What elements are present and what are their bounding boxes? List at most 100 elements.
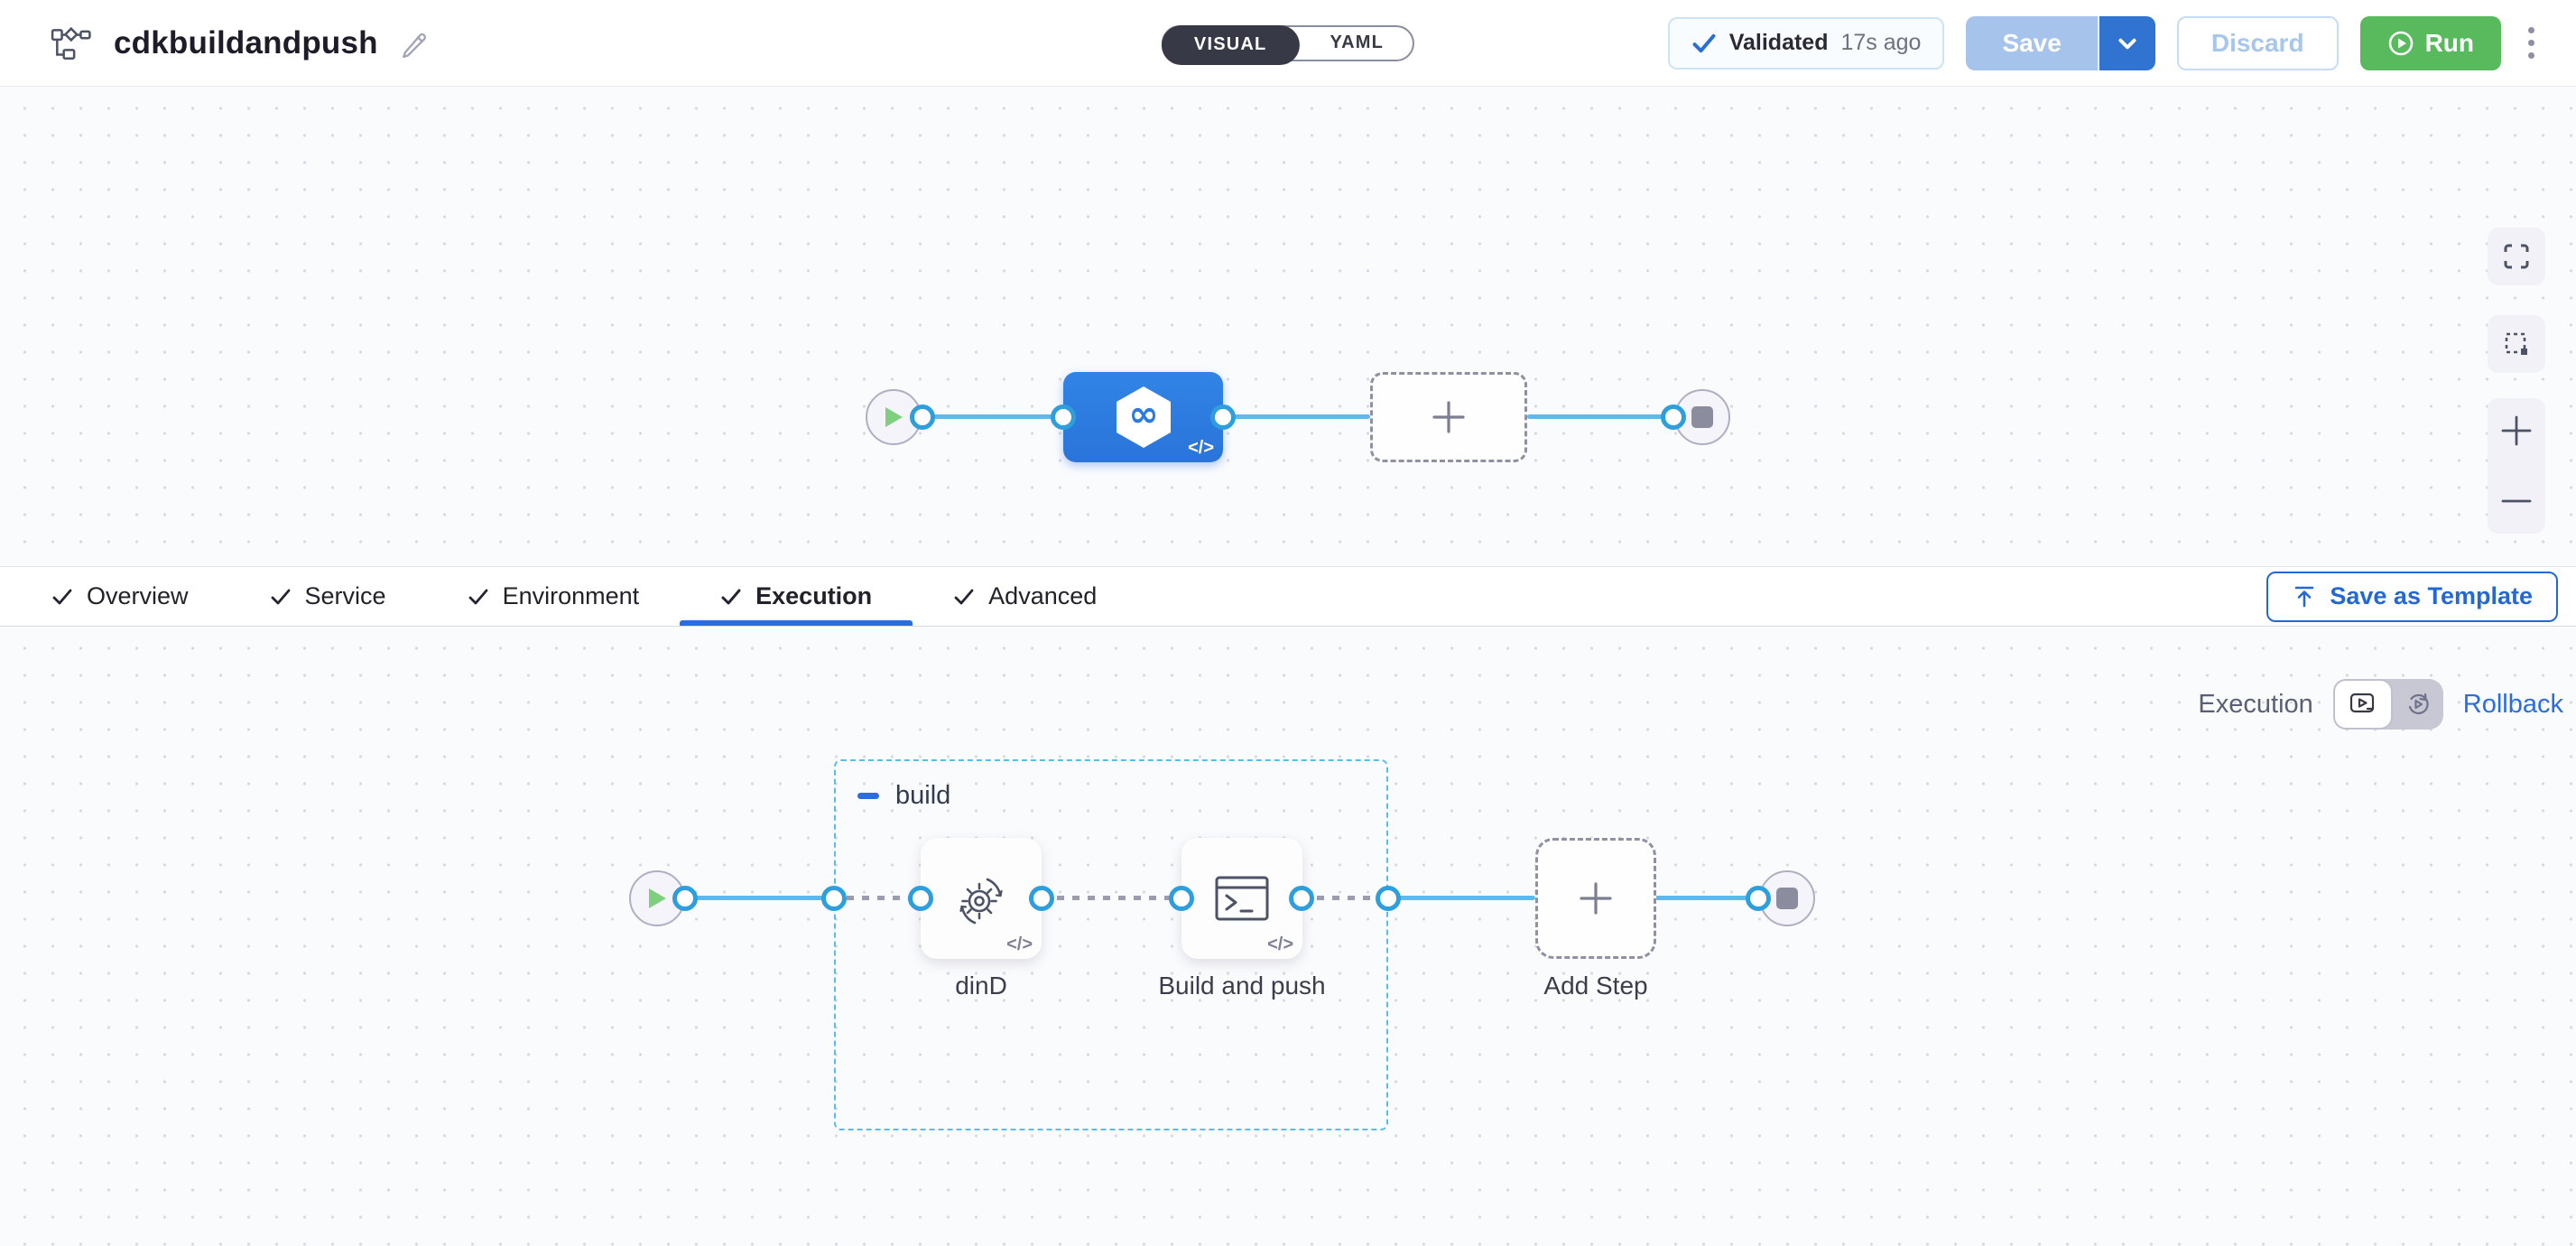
pipeline-end-node[interactable] bbox=[1674, 389, 1730, 445]
pipeline-icon bbox=[51, 26, 92, 60]
pipeline-stage-canvas[interactable]: ∞ </> ckd Add Stage bbox=[0, 87, 2576, 609]
zoom-out-button[interactable] bbox=[2500, 485, 2533, 517]
port[interactable] bbox=[1289, 886, 1314, 911]
code-icon: </> bbox=[1267, 934, 1293, 954]
add-step-button[interactable] bbox=[1535, 838, 1656, 959]
dashed-connector bbox=[1302, 896, 1388, 900]
check-icon bbox=[52, 589, 72, 604]
toggle-visual[interactable]: VISUAL bbox=[1161, 24, 1300, 65]
zoom-in-button[interactable] bbox=[2500, 414, 2533, 447]
tab-environment[interactable]: Environment bbox=[427, 567, 681, 626]
tab-execution[interactable]: Execution bbox=[680, 567, 913, 626]
execution-icon bbox=[2349, 693, 2374, 713]
header: cdkbuildandpush VISUAL YAML Validated 17… bbox=[0, 0, 2576, 87]
connector-line bbox=[1388, 896, 1535, 900]
port[interactable] bbox=[1169, 886, 1194, 911]
connector-line bbox=[1527, 414, 1702, 419]
port[interactable] bbox=[821, 886, 847, 911]
step-label: dinD bbox=[955, 972, 1007, 1000]
collapse-group-icon[interactable] bbox=[857, 793, 879, 799]
execution-end-node[interactable] bbox=[1759, 870, 1815, 926]
chevron-down-icon bbox=[2118, 38, 2136, 49]
port[interactable] bbox=[1376, 886, 1401, 911]
discard-button[interactable]: Discard bbox=[2176, 15, 2339, 70]
gear-sync-icon bbox=[959, 878, 1003, 925]
cd-stage-icon: ∞ bbox=[1116, 386, 1171, 448]
port[interactable] bbox=[1746, 886, 1771, 911]
rollback-icon bbox=[2408, 693, 2429, 715]
toggle-yaml[interactable]: YAML bbox=[1330, 33, 1385, 52]
save-options-button[interactable] bbox=[2099, 15, 2155, 70]
stage-node-ckd[interactable]: ∞ </> bbox=[1063, 372, 1223, 462]
plus-icon bbox=[1580, 882, 1612, 915]
terminal-icon bbox=[1215, 876, 1269, 921]
stop-icon bbox=[1691, 406, 1713, 428]
validated-label: Validated bbox=[1728, 30, 1829, 55]
zoom-controls bbox=[2488, 398, 2545, 534]
page-title: cdkbuildandpush bbox=[114, 24, 378, 60]
header-left: cdkbuildandpush bbox=[51, 25, 429, 61]
check-icon bbox=[954, 589, 974, 604]
edit-title-button[interactable] bbox=[400, 29, 429, 58]
step-group-build[interactable]: build bbox=[834, 759, 1388, 1130]
group-header: build bbox=[857, 781, 950, 811]
marquee-selection-icon bbox=[2505, 332, 2527, 355]
execution-mode-label: Execution bbox=[2198, 689, 2313, 719]
run-button[interactable]: Run bbox=[2359, 15, 2501, 70]
execution-rollback-toggle[interactable] bbox=[2332, 679, 2443, 730]
tab-advanced[interactable]: Advanced bbox=[913, 567, 1137, 626]
save-split-button: Save bbox=[1966, 15, 2155, 70]
run-label: Run bbox=[2424, 28, 2474, 57]
code-icon: </> bbox=[1006, 934, 1033, 954]
dashed-connector bbox=[847, 896, 921, 900]
validated-badge[interactable]: Validated 17s ago bbox=[1667, 16, 1945, 70]
add-stage-button[interactable] bbox=[1370, 372, 1527, 462]
port[interactable] bbox=[1661, 404, 1686, 430]
connector-line bbox=[1655, 896, 1787, 900]
check-icon bbox=[271, 589, 290, 604]
connector-line bbox=[657, 896, 834, 900]
plus-icon bbox=[1432, 401, 1465, 433]
execution-mode-segment[interactable] bbox=[2332, 679, 2393, 730]
tab-service[interactable]: Service bbox=[229, 567, 427, 626]
dashed-connector bbox=[1042, 896, 1181, 900]
stop-icon bbox=[1776, 888, 1798, 909]
check-icon bbox=[468, 589, 487, 604]
check-icon bbox=[1691, 31, 1717, 56]
execution-mode-row: Execution Rollback bbox=[2198, 679, 2563, 730]
more-options-button[interactable] bbox=[2523, 22, 2540, 64]
fullscreen-icon bbox=[2504, 244, 2529, 269]
port[interactable] bbox=[1051, 404, 1076, 430]
step-label: Build and push bbox=[1158, 972, 1326, 1000]
stage-tabbar: Overview Service Environment Execution A… bbox=[0, 567, 2576, 627]
tab-overview[interactable]: Overview bbox=[11, 567, 229, 626]
svg-text:∞: ∞ bbox=[1128, 394, 1158, 435]
step-node-dind[interactable]: </> bbox=[921, 838, 1042, 959]
connector-line bbox=[894, 414, 1063, 419]
select-region-button[interactable] bbox=[2488, 315, 2545, 373]
port[interactable] bbox=[672, 886, 698, 911]
visual-yaml-toggle: VISUAL YAML bbox=[1161, 24, 1415, 65]
check-icon bbox=[721, 589, 741, 604]
play-icon bbox=[885, 407, 903, 427]
execution-canvas[interactable]: Execution Rollback build bbox=[0, 627, 2576, 1246]
port[interactable] bbox=[910, 404, 935, 430]
save-as-template-button[interactable]: Save as Template bbox=[2266, 571, 2558, 622]
step-node-build-and-push[interactable]: </> bbox=[1181, 838, 1302, 959]
group-name: build bbox=[895, 781, 951, 810]
port[interactable] bbox=[1210, 404, 1236, 430]
validated-time: 17s ago bbox=[1840, 30, 1922, 55]
rollback-link[interactable]: Rollback bbox=[2462, 689, 2563, 719]
save-button[interactable]: Save bbox=[1966, 15, 2099, 70]
port[interactable] bbox=[908, 886, 933, 911]
play-icon bbox=[649, 888, 666, 908]
code-icon: </> bbox=[1188, 438, 1214, 458]
rollback-mode-segment[interactable] bbox=[2393, 679, 2443, 730]
upload-icon bbox=[2295, 586, 2314, 607]
port[interactable] bbox=[1029, 886, 1054, 911]
tabs: Overview Service Environment Execution A… bbox=[11, 567, 1137, 626]
run-play-icon bbox=[2388, 31, 2413, 55]
fullscreen-button[interactable] bbox=[2488, 228, 2545, 285]
connector-line bbox=[1223, 414, 1370, 419]
add-step-label: Add Step bbox=[1543, 972, 1648, 1000]
